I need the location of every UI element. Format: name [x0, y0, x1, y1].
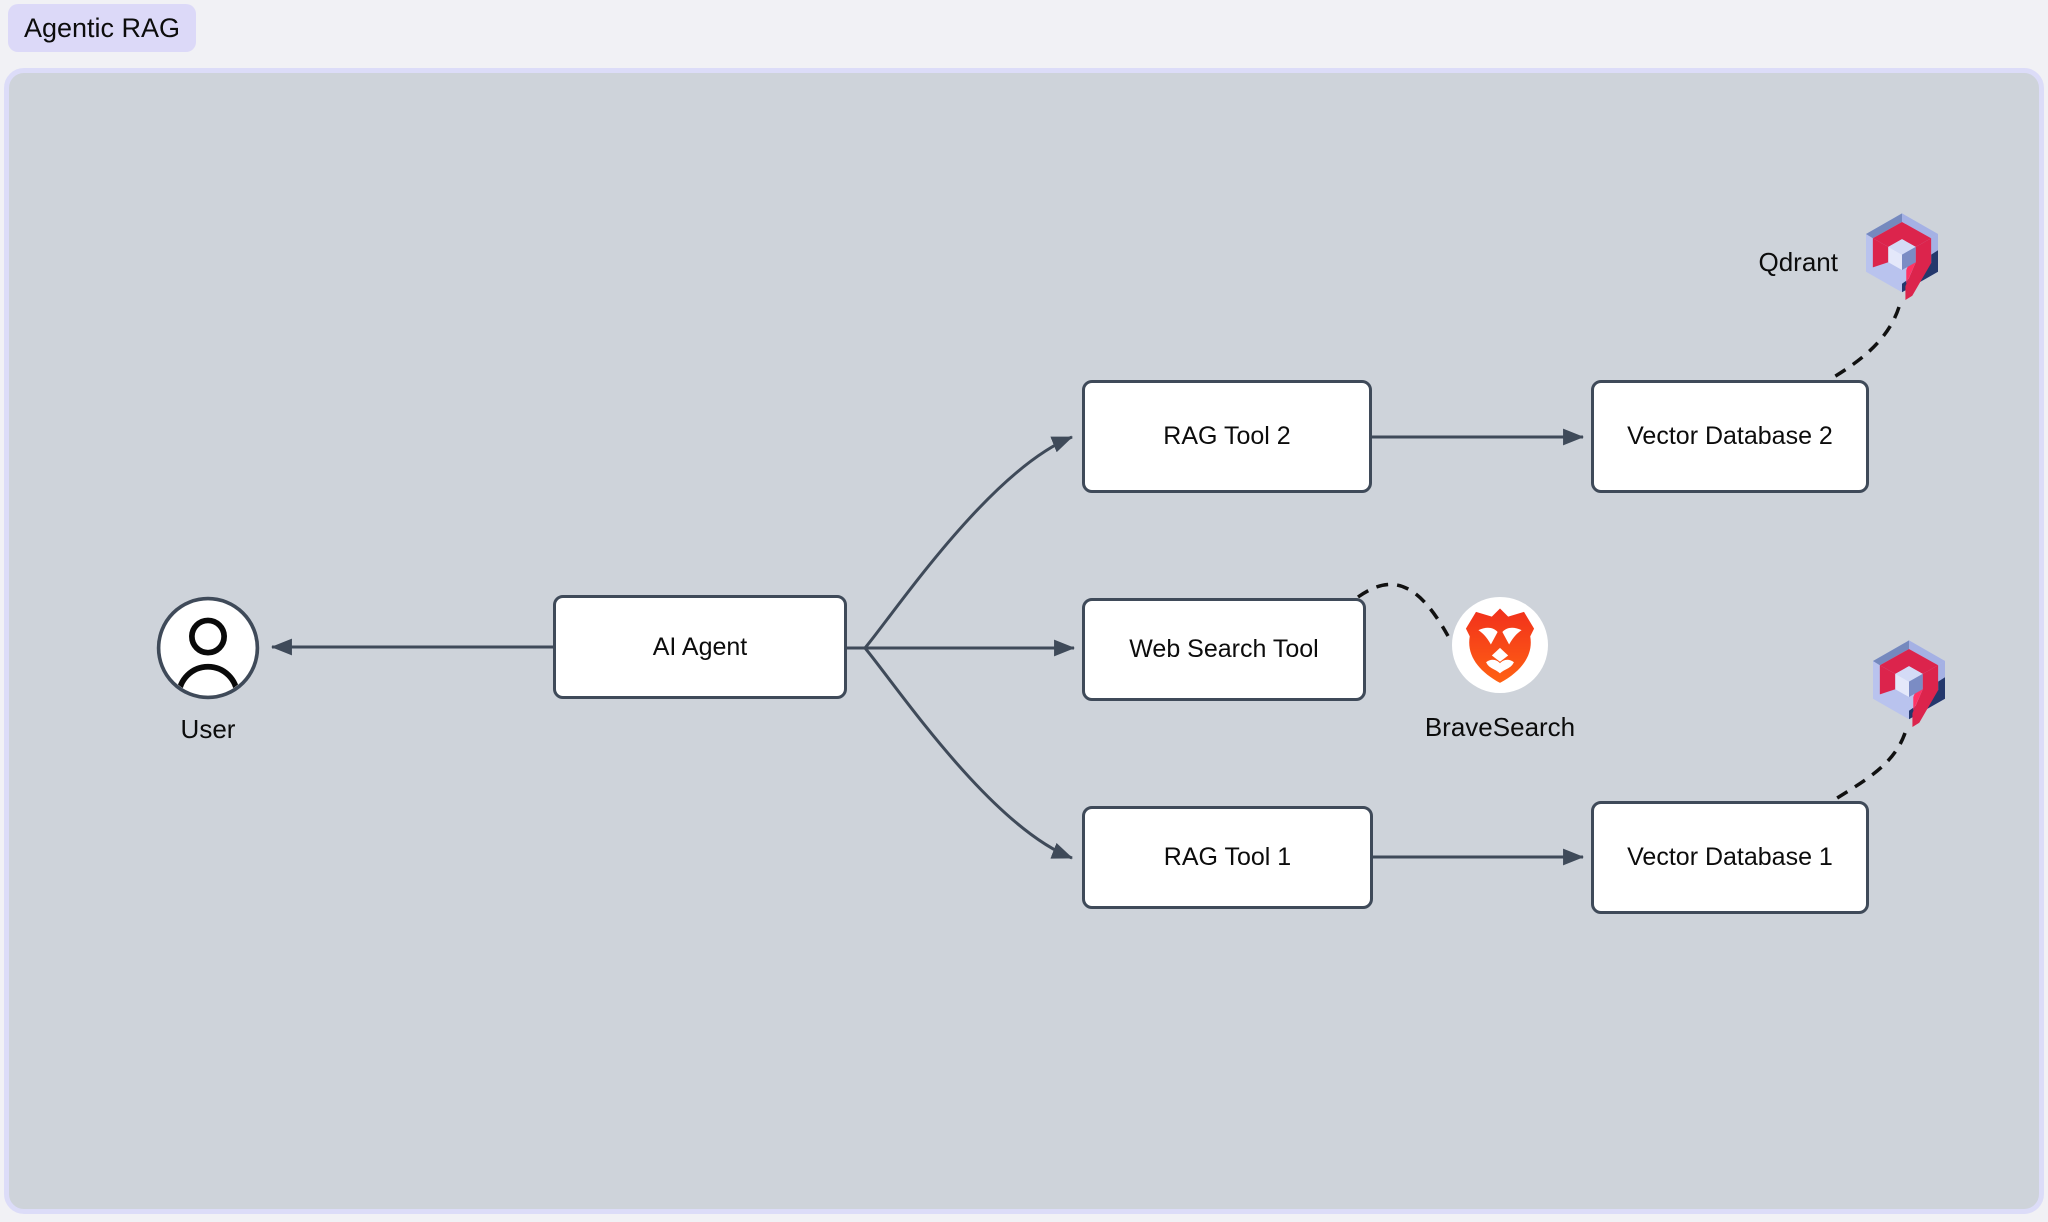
brave-logo — [1452, 597, 1548, 693]
node-vector-db-1[interactable]: Vector Database 1 — [1591, 801, 1869, 914]
node-ai-agent[interactable]: AI Agent — [553, 595, 847, 699]
node-vector-db-2-label: Vector Database 2 — [1627, 422, 1833, 450]
diagram-title-chip[interactable]: Agentic RAG — [8, 4, 196, 52]
node-vector-db-2[interactable]: Vector Database 2 — [1591, 380, 1869, 493]
qdrant-logo — [1859, 210, 1945, 306]
diagram-title: Agentic RAG — [23, 12, 181, 43]
brave-label: BraveSearch — [1424, 712, 1576, 742]
diagram-canvas[interactable] — [4, 68, 2044, 1214]
user-label: User — [180, 714, 236, 744]
qdrant-node-lower[interactable] — [1866, 637, 1952, 733]
user-icon — [156, 596, 260, 700]
node-web-search-tool[interactable]: Web Search Tool — [1082, 598, 1366, 701]
qdrant-label: Qdrant — [1758, 247, 1839, 277]
qdrant-logo — [1866, 637, 1952, 733]
node-rag-tool-1[interactable]: RAG Tool 1 — [1082, 806, 1373, 909]
qdrant-node-upper[interactable] — [1859, 210, 1945, 306]
user-node[interactable] — [156, 596, 260, 700]
node-rag-tool-2[interactable]: RAG Tool 2 — [1082, 380, 1372, 493]
node-rag-tool-2-label: RAG Tool 2 — [1163, 422, 1291, 450]
node-ai-agent-label: AI Agent — [652, 632, 748, 661]
brave-node[interactable] — [1452, 597, 1548, 693]
node-vector-db-1-label: Vector Database 1 — [1627, 843, 1833, 871]
node-web-search-tool-label: Web Search Tool — [1129, 635, 1319, 663]
node-rag-tool-1-label: RAG Tool 1 — [1163, 843, 1292, 871]
